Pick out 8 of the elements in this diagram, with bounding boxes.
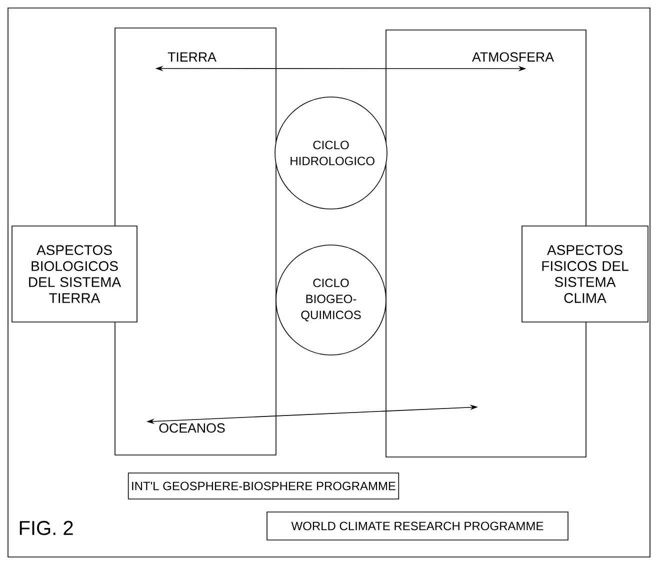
region-label: ATMOSFERA bbox=[472, 52, 554, 62]
region-label: TIERRA bbox=[168, 52, 216, 62]
label-box: ASPECTOS BIOLOGICOS DEL SISTEMA TIERRA bbox=[12, 226, 138, 322]
figure-label: FIG. 2 bbox=[20, 520, 73, 536]
label-box: ASPECTOS FISICOS DEL SISTEMA CLIMA bbox=[522, 226, 648, 322]
label-box: WORLD CLIMATE RESEARCH PROGRAMME bbox=[266, 512, 568, 540]
label-box: INT'L GEOSPHERE-BIOSPHERE PROGRAMME bbox=[128, 472, 400, 500]
region-label: OCEANOS bbox=[159, 423, 225, 433]
